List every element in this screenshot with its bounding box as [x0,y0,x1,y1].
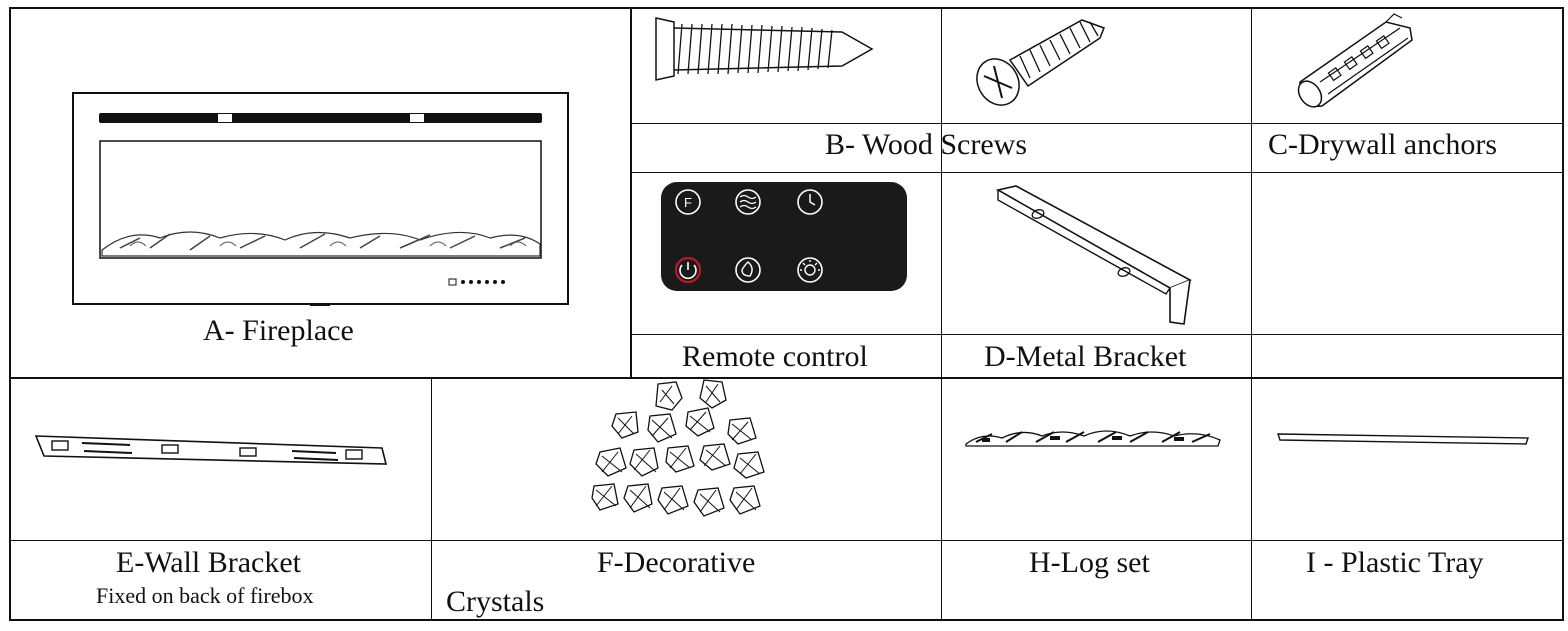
row-divider-screws-label [630,172,1562,173]
row-divider-remote-label [630,334,1562,335]
part-e-label: E-Wall Bracket [116,546,301,579]
row-divider-screws-image [630,123,1562,124]
drywall-anchor-icon [1297,13,1413,108]
remote-control-label: Remote control [682,340,868,373]
decorative-crystals-icon [591,379,765,517]
part-c-label: C-Drywall anchors [1268,128,1498,161]
remote-buttons: F [674,189,823,284]
remote-control-body [661,182,907,291]
log-set-icon [965,430,1221,447]
table-border-top [9,7,1564,9]
col-divider-c [1251,7,1252,621]
col-divider-b [941,7,942,621]
metal-bracket-icon [995,185,1192,325]
part-e-note: Fixed on back of firebox [96,583,314,608]
part-d-label: D-Metal Bracket [984,340,1187,373]
part-h-label: H-Log set [1029,546,1150,579]
table-border-left [9,7,11,621]
plastic-tray-icon [1277,433,1529,445]
part-i-label: I - Plastic Tray [1306,546,1484,579]
machine-screw-icon [976,19,1105,106]
part-a-label: A- Fireplace [203,314,354,347]
table-border-bottom [9,619,1564,621]
part-b-label: B- Wood Screws [825,128,1028,161]
row-divider-main [9,377,1564,379]
wall-bracket-icon [34,435,388,465]
part-f-label-continued: Crystals [446,585,545,618]
fireplace-illustration [72,92,569,306]
wood-screw-icon [655,17,874,81]
part-f-label: F-Decorative [597,546,756,579]
table-border-right [1562,7,1564,621]
svg-text:F: F [684,195,692,210]
col-divider-a [630,7,632,378]
row-divider-bottom-labels [9,540,1564,541]
col-divider-e [431,377,432,621]
